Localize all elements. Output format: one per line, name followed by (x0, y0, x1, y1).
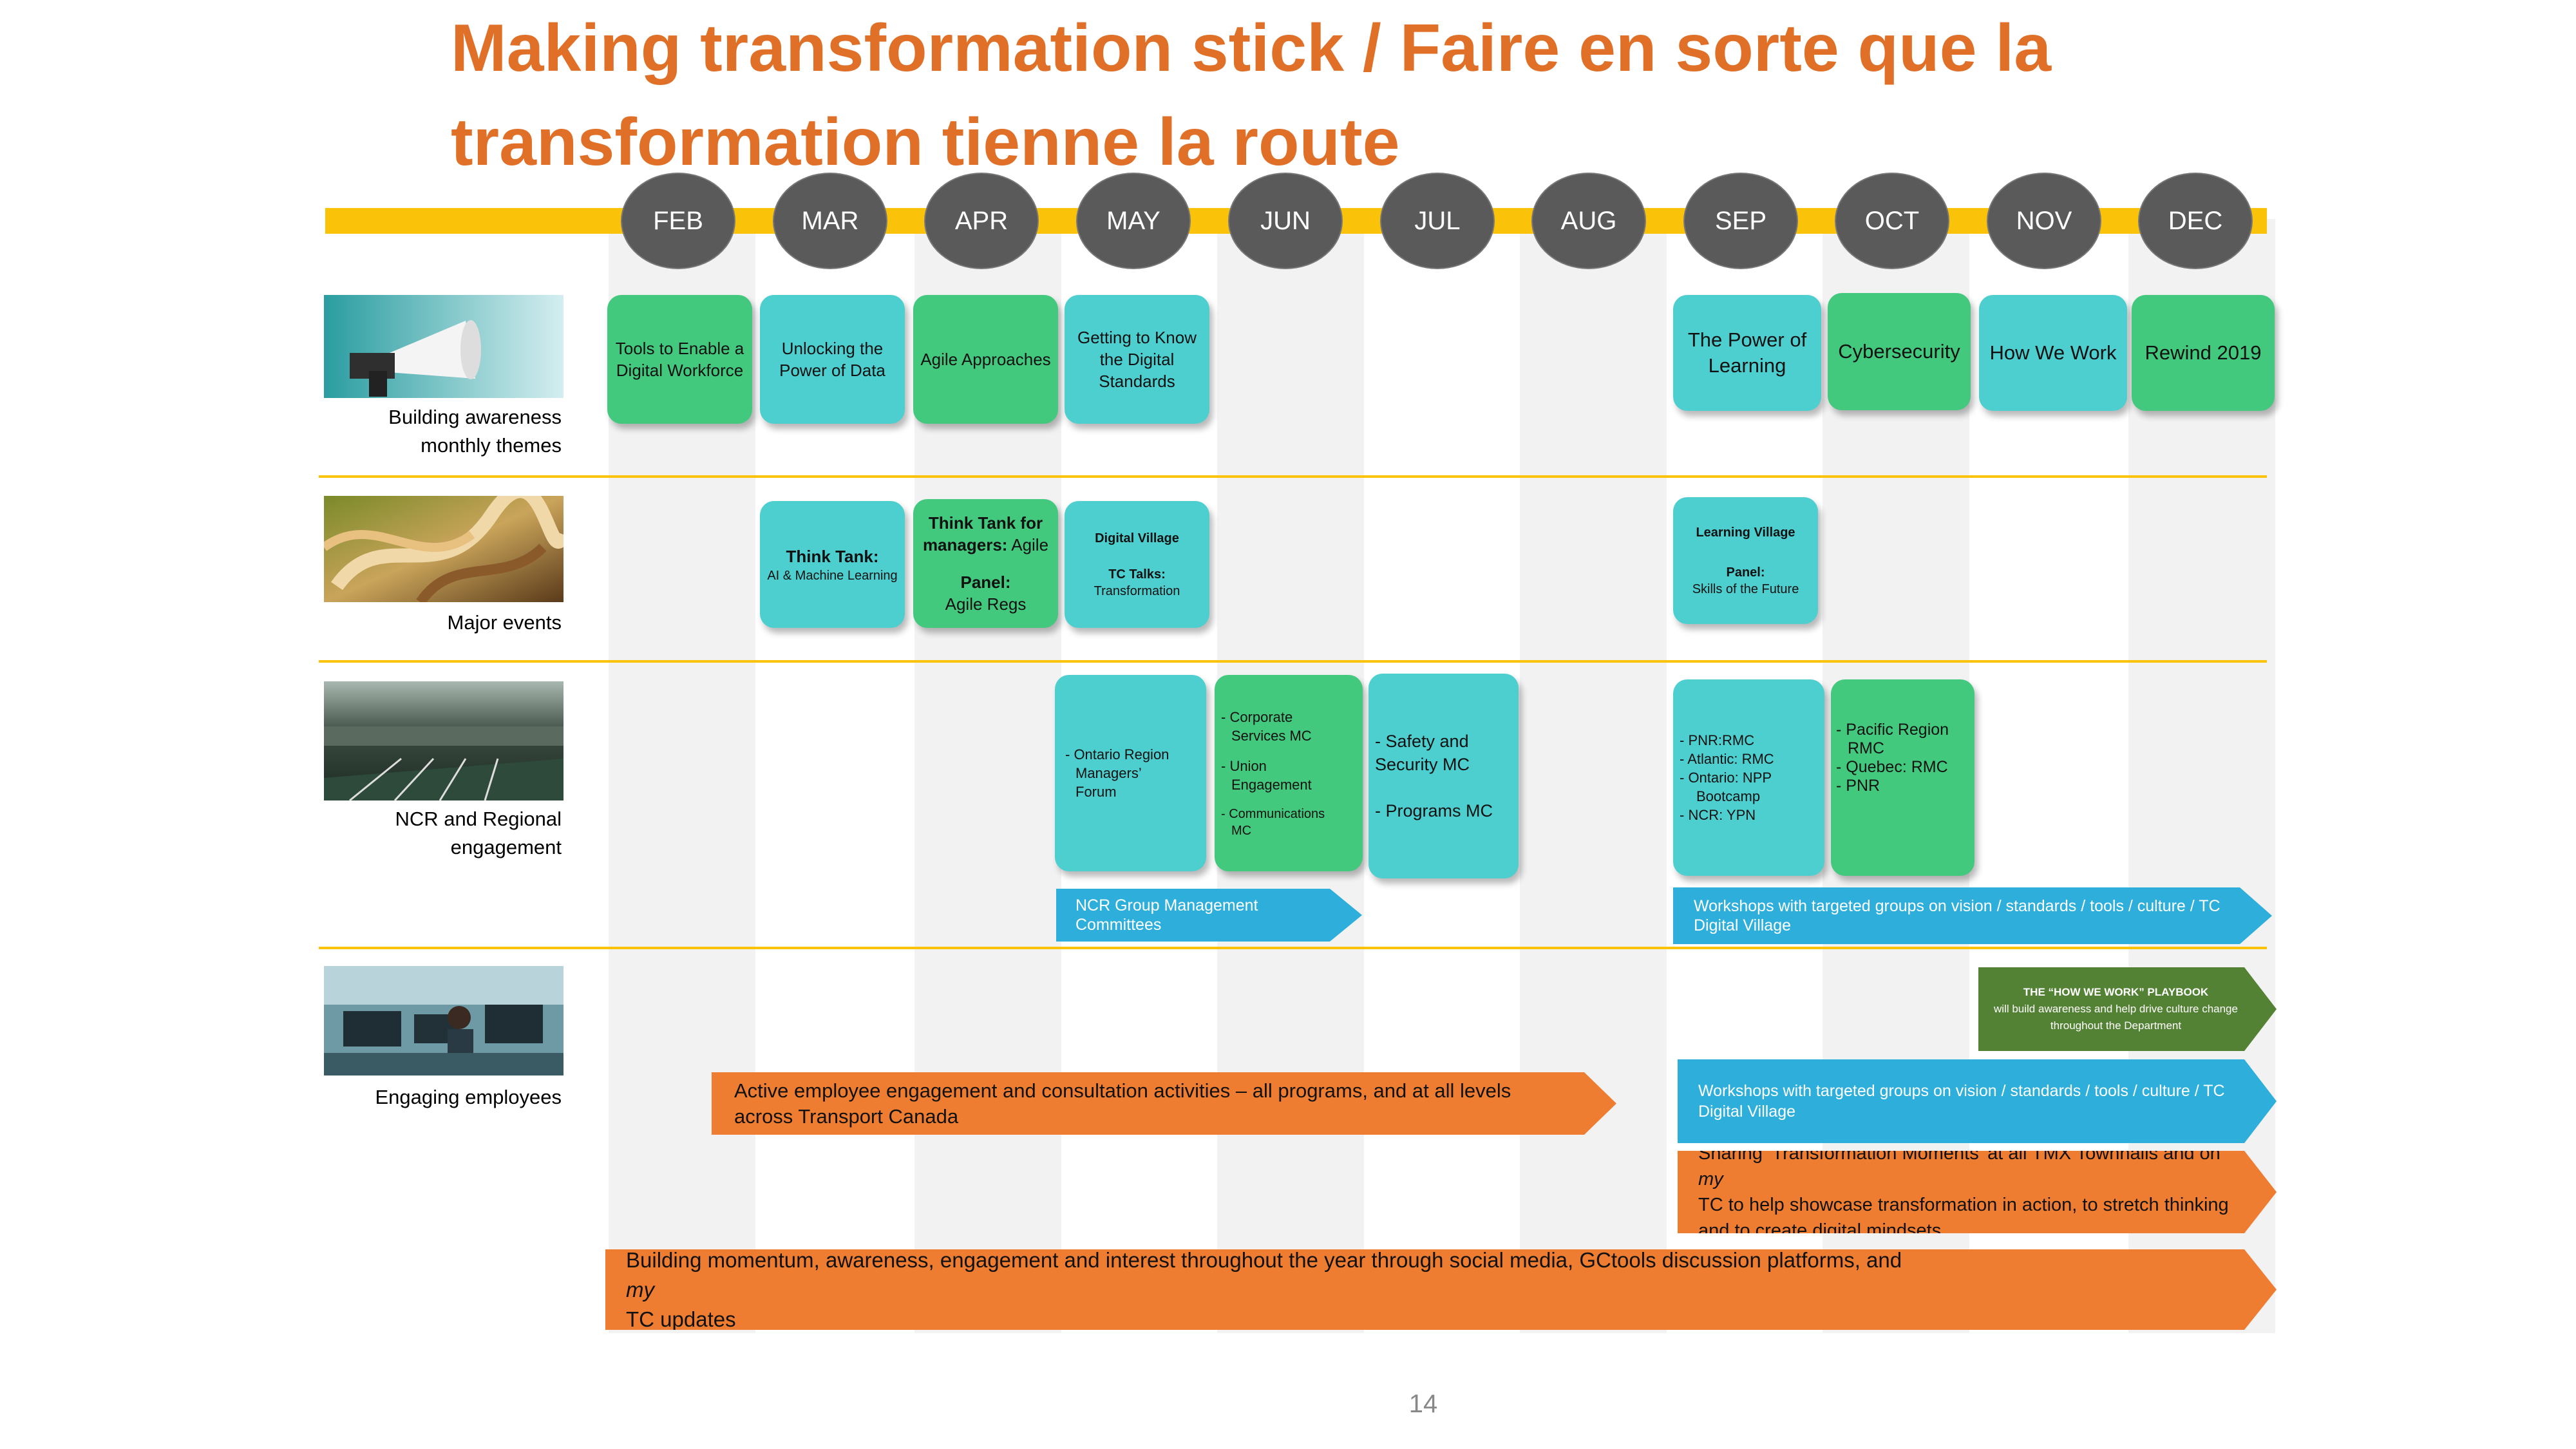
row-divider (319, 660, 2267, 663)
regional-line: - PNR (1836, 777, 1880, 795)
theme-card-may: Getting to Know the Digital Standards (1065, 295, 1209, 424)
regional-line: - NCR: YPN (1680, 807, 1756, 823)
month-nov: NOV (1987, 173, 2101, 269)
playbook-arrow: THE “HOW WE WORK” PLAYBOOK will build aw… (1978, 967, 2277, 1051)
regional-line: - Corporate (1221, 708, 1293, 725)
month-aug: AUG (1531, 173, 1646, 269)
sharing-moments-arrow: Sharing ‘Transformation Moments’ at all … (1678, 1151, 2277, 1233)
theme-card-oct: Cybersecurity (1828, 293, 1971, 410)
regional-line: - Ontario: NPP (1680, 770, 1772, 786)
regional-line: - Programs MC (1375, 801, 1493, 820)
event-card-mar: Think Tank: AI & Machine Learning (760, 501, 905, 628)
regional-card-oct: - Pacific Region RMC - Quebec: RMC - PNR (1831, 679, 1975, 876)
event-title: Think Tank for managers: (922, 513, 1043, 554)
playbook-title: THE “HOW WE WORK” PLAYBOOK (2023, 986, 2209, 998)
megaphone-photo (324, 295, 564, 398)
event-subtitle: AI & Machine Learning (767, 568, 898, 583)
regional-line: Forum (1075, 784, 1117, 800)
column-shade (1520, 219, 1667, 1333)
arrow-text: Workshops with targeted groups on vision… (1694, 897, 2221, 934)
arrow-text: TC updates (626, 1307, 736, 1331)
regional-line: - Communications (1221, 806, 1325, 821)
event-panel-subtitle: Skills of the Future (1692, 582, 1799, 596)
regional-line: Managers’ (1075, 765, 1142, 781)
month-sep: SEP (1683, 173, 1798, 269)
month-mar: MAR (773, 173, 887, 269)
regional-card-jun: - Corporate Services MC - Union Engageme… (1215, 675, 1363, 871)
event-panel-label: Panel: (960, 573, 1011, 592)
row-label-line: monthly themes (421, 434, 562, 457)
theme-card-dec: Rewind 2019 (2132, 295, 2275, 411)
arrow-text: Active employee engagement and consultat… (734, 1079, 1511, 1128)
month-jul: JUL (1380, 173, 1495, 269)
regional-line: - Union (1221, 757, 1267, 774)
theme-card-apr: Agile Approaches (913, 295, 1058, 424)
arrow-text: Building momentum, awareness, engagement… (626, 1247, 1902, 1272)
regional-line: Bootcamp (1696, 788, 1761, 804)
month-may: MAY (1076, 173, 1191, 269)
event-title: Learning Village (1696, 525, 1795, 540)
month-apr: APR (924, 173, 1039, 269)
row-divider (319, 947, 2267, 949)
row-label-employees: Engaging employees (375, 1086, 562, 1108)
regional-line: - Quebec: RMC (1836, 758, 1948, 776)
regional-line: Services MC (1231, 727, 1312, 744)
row-label-awareness: Building awareness monthly themes (309, 403, 562, 460)
stadium-track-photo (324, 681, 564, 800)
month-oct: OCT (1835, 173, 1949, 269)
arrow-text-italic: my (626, 1277, 654, 1302)
row-divider (319, 475, 2267, 478)
row-label-events: Major events (447, 611, 562, 634)
event-card-apr: Think Tank for managers: Agile Panel: Ag… (913, 499, 1058, 628)
month-jun: JUN (1228, 173, 1343, 269)
event-card-sep: Learning Village Panel: Skills of the Fu… (1673, 497, 1818, 624)
regional-line: - Ontario Region (1065, 746, 1170, 762)
active-engagement-arrow: Active employee engagement and consultat… (712, 1072, 1616, 1135)
regional-card-sep: - PNR:RMC - Atlantic: RMC - Ontario: NPP… (1673, 679, 1824, 876)
arrow-text: Workshops with targeted groups on vision… (1698, 1082, 2225, 1121)
event-talks-label: TC Talks: (1108, 567, 1166, 582)
event-talks-subtitle: Transformation (1094, 583, 1180, 598)
arrow-text-italic: my (1698, 1169, 1723, 1189)
momentum-arrow: Building momentum, awareness, engagement… (605, 1249, 2277, 1330)
office-workers-photo (324, 966, 564, 1075)
regional-line: - PNR:RMC (1680, 732, 1755, 748)
theme-card-feb: Tools to Enable a Digital Workforce (607, 295, 752, 424)
event-title-rest: Agile (1007, 535, 1049, 554)
arrow-text: NCR Group Management Committees (1075, 896, 1258, 934)
event-panel-label: Panel: (1726, 565, 1765, 580)
row-label-line: NCR and Regional (395, 808, 562, 830)
regional-line: - Safety and Security MC (1375, 732, 1470, 774)
abstract-ribbons-photo (324, 496, 564, 602)
event-panel-subtitle: Agile Regs (945, 594, 1027, 614)
event-title: Digital Village (1095, 531, 1179, 545)
regional-line: - Atlantic: RMC (1680, 751, 1774, 767)
theme-card-mar: Unlocking the Power of Data (760, 295, 905, 424)
theme-card-sep: The Power of Learning (1673, 295, 1821, 411)
regional-workshops-arrow: Workshops with targeted groups on vision… (1673, 887, 2272, 944)
page-number: 14 (1408, 1390, 1438, 1418)
regional-line: MC (1231, 823, 1252, 838)
row-label-regional: NCR and Regional engagement (309, 805, 562, 862)
theme-card-nov: How We Work (1979, 295, 2127, 411)
regional-line: RMC (1848, 739, 1884, 757)
regional-card-may: - Ontario Region Managers’ Forum (1055, 675, 1206, 871)
month-dec: DEC (2138, 173, 2253, 269)
employee-workshops-arrow: Workshops with targeted groups on vision… (1678, 1059, 2277, 1143)
page-title: Making transformation stick / Faire en s… (451, 11, 2052, 180)
regional-line: - Pacific Region (1836, 721, 1949, 739)
regional-card-jul: - Safety and Security MC - Programs MC (1368, 674, 1519, 878)
event-title: Think Tank: (786, 546, 879, 566)
regional-line: Engagement (1231, 776, 1312, 793)
playbook-text: will build awareness and help drive cult… (1994, 1003, 2238, 1032)
ncr-group-arrow: NCR Group Management Committees (1056, 889, 1362, 942)
month-feb: FEB (621, 173, 735, 269)
row-label-line: engagement (450, 836, 562, 858)
row-label-line: Building awareness (388, 406, 562, 428)
event-card-may: Digital Village TC Talks: Transformation (1065, 501, 1209, 628)
